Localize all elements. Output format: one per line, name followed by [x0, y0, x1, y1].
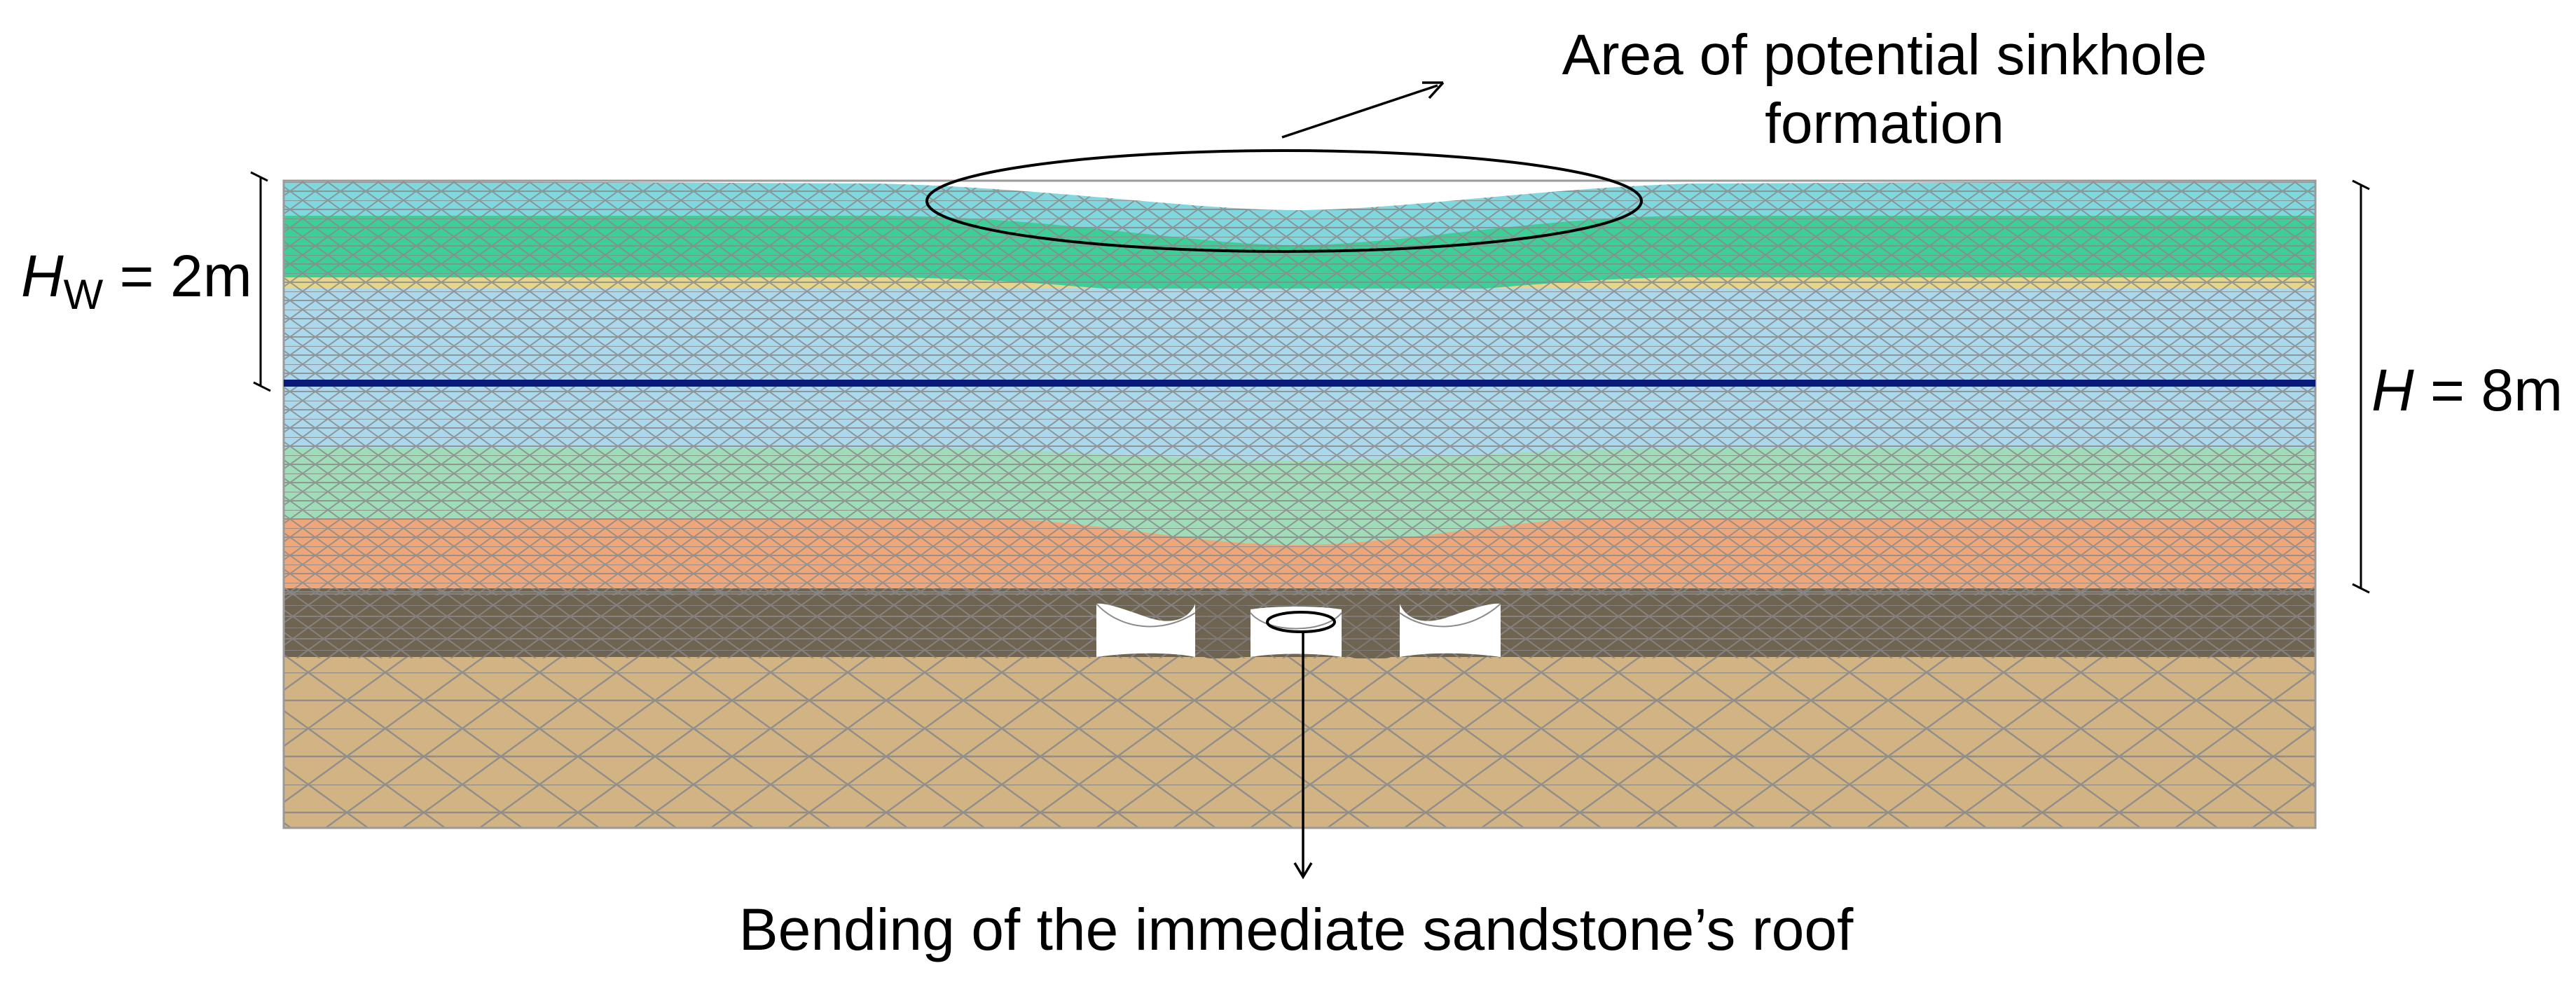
model-border [282, 179, 2317, 829]
hw-dimension-bracket [250, 171, 271, 392]
sinkhole-ellipse [925, 149, 1643, 253]
sinkhole-area-label: Area of potential sinkhole formation [1562, 23, 2207, 155]
water-height-label: HW = 2m [21, 247, 252, 316]
total-height-symbol: H [2371, 357, 2414, 423]
void-right [1400, 603, 1501, 657]
pillar-left-mesh [1195, 601, 1251, 658]
water-height-value: = 2m [103, 243, 252, 309]
roof-bending-label: Bending of the immediate sandstone’s roo… [738, 897, 1854, 962]
roof-ellipse [1266, 611, 1336, 633]
void-left [1096, 603, 1195, 657]
total-height-value: = 8m [2413, 357, 2563, 423]
pillar-right-mesh [1342, 601, 1400, 658]
roof-arrowhead-icon [1293, 862, 1313, 880]
h-dimension-bracket [2352, 179, 2370, 594]
sinkhole-arrowhead-icon [1422, 81, 1445, 99]
sinkhole-arrow [1281, 84, 1438, 139]
mesh-lower [284, 657, 2315, 828]
water-height-subscript: W [63, 271, 104, 318]
mesh-upper [284, 181, 2315, 595]
total-height-label: H = 8m [2371, 361, 2563, 420]
water-height-symbol: H [21, 243, 64, 309]
